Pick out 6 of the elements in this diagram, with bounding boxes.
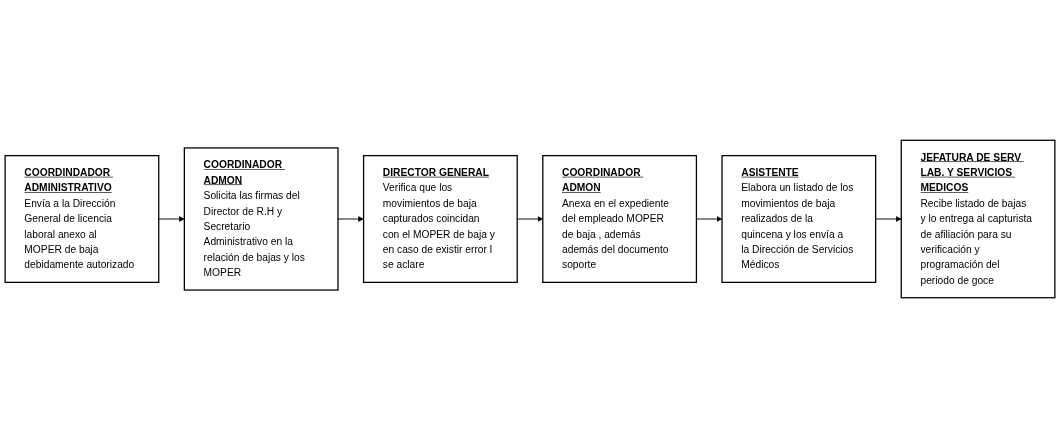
node-box: ASISTENTE Elabora un listado de los movimientos de baja realizados de la quincena y los envía a la Dirección de Servicios Médicos <box>721 155 877 283</box>
node-box: DIRECTOR GENERAL Verifica que los movimientos de baja capturados coincidan con el MOPER de baja y en caso de existir error l se aclare <box>362 155 518 283</box>
node-box: COORDINDADOR ADMINISTRATIVO Envía a la Dirección General de licencia laboral anexo al MOPER de baja debidamente autorizado <box>4 155 160 283</box>
node-box: JEFATURA DE SERV LAB. Y SERVICIOS MEDICOS Recibe listado de bajas y lo entrega al capturista de afiliación para su verificación y programación del periodo de goce <box>900 139 1056 299</box>
node-box: COORDINADOR ADMON Solicita las firmas del Director de R.H y Secretario Administrativo en la relación de bajas y los MOPER <box>183 147 339 291</box>
node-box: COORDINADOR ADMON Anexa en el expediente del empleado MOPER de baja , además además del documento soporte <box>542 155 698 283</box>
